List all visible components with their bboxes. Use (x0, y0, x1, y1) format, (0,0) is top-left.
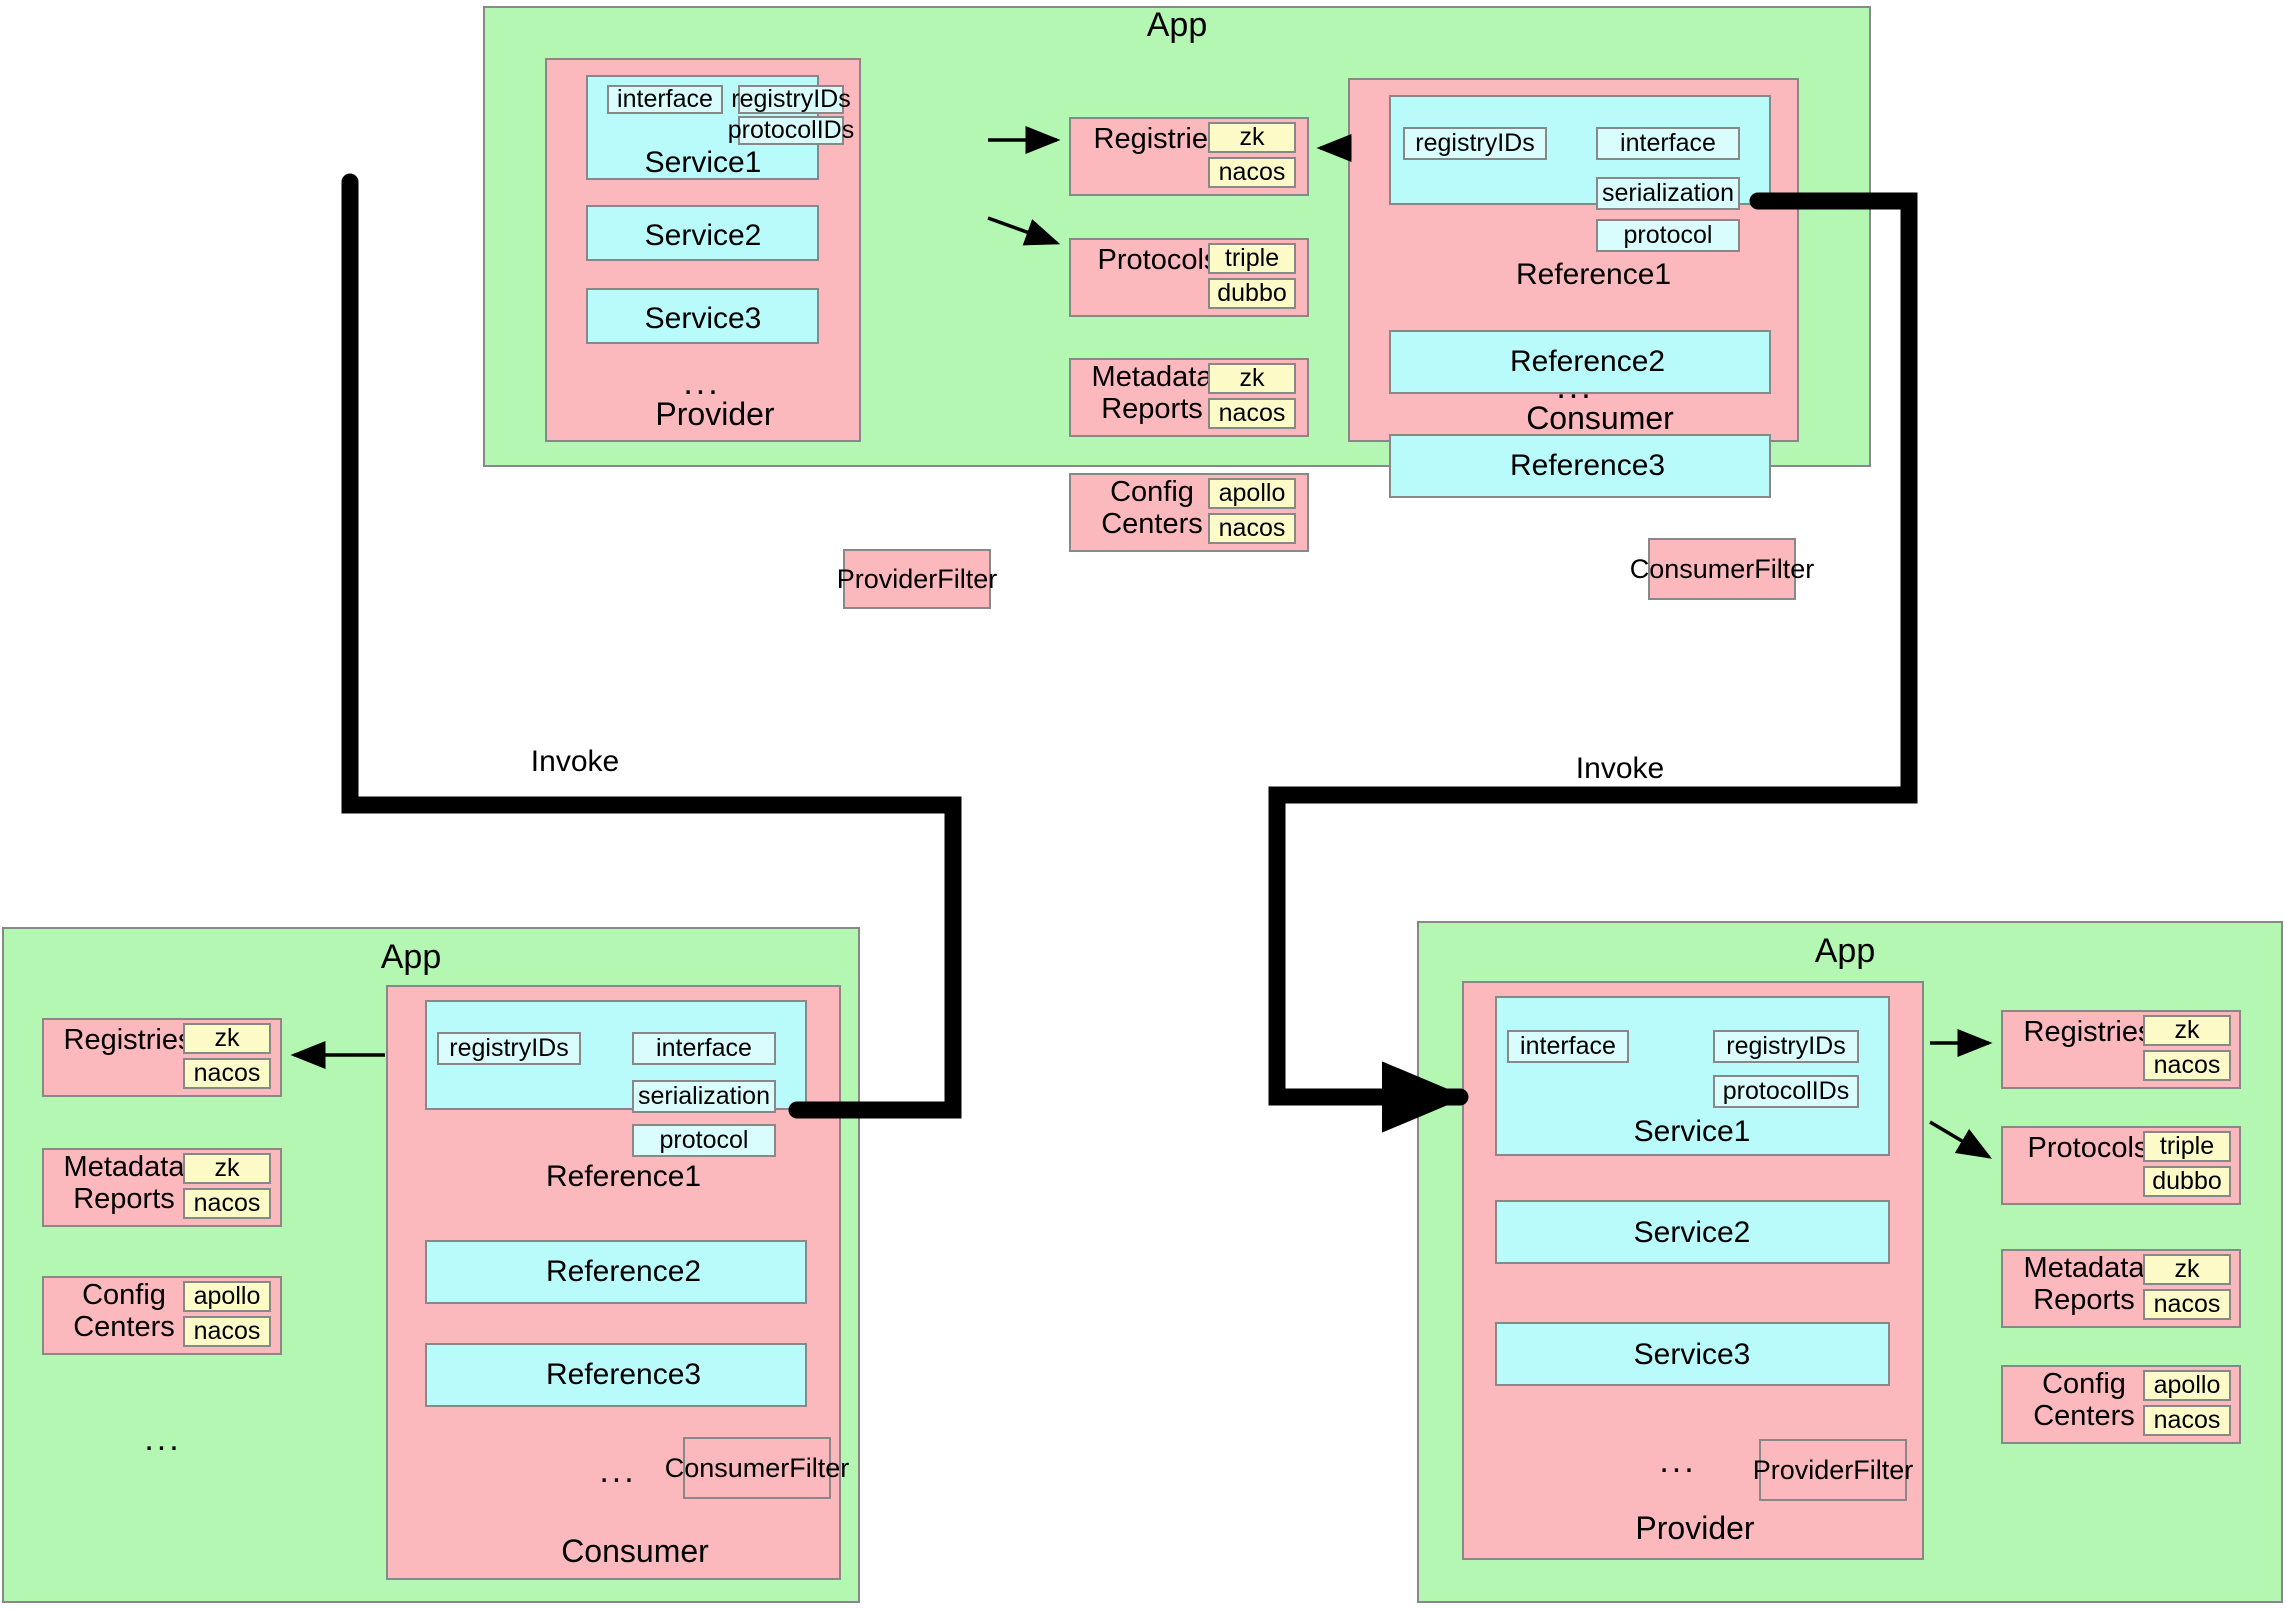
metadata-reports-top-line2: Reports (1101, 392, 1203, 425)
consumer-bottom-left-title: Consumer (561, 1533, 709, 1569)
attr-protocol-reference1-bl[interactable]: protocol (632, 1124, 776, 1157)
registries-top-title: Registries (1093, 123, 1223, 155)
service3-bottom-right-label: Service3 (1633, 1338, 1751, 1371)
app-bottom-left-title: App (380, 938, 442, 976)
app-bottom-left-ellipsis: ... (144, 1420, 182, 1458)
attr-protocol-reference1-top[interactable]: protocol (1596, 219, 1740, 252)
attr-interface-reference1-top[interactable]: interface (1596, 127, 1740, 160)
reference2-top-label: Reference2 (1510, 345, 1666, 378)
config-centers-bottom-left-value-0[interactable]: apollo (183, 1281, 271, 1312)
config-centers-top-title: Config Centers (1072, 476, 1232, 541)
service2-bottom-right[interactable] (1495, 1200, 1890, 1264)
service1-top-label: Service1 (644, 146, 762, 179)
consumer-bottom-left-ellipsis: ... (599, 1452, 637, 1490)
provider-filter-line1: Provider (836, 563, 938, 594)
attr-serialization-reference1-top[interactable]: serialization (1596, 177, 1740, 210)
registries-bottom-right-title: Registries (2023, 1016, 2153, 1048)
metadata-reports-bottom-right-title: Metadata Reports (2004, 1252, 2164, 1317)
attr-registryids-reference1-bl[interactable]: registryIDs (437, 1032, 581, 1065)
reference2-bottom-left[interactable] (425, 1240, 807, 1304)
filter-provider-bottom-right[interactable]: Provider Filter (1753, 1439, 1913, 1501)
protocols-top-value-1[interactable]: dubbo (1208, 278, 1296, 309)
reference3-top-label: Reference3 (1510, 449, 1666, 482)
provider-top-ellipsis: ... (683, 364, 721, 402)
reference1-bottom-left-label: Reference1 (546, 1160, 702, 1193)
config-centers-bottom-left-title: Config Centers (44, 1279, 204, 1344)
protocols-br-value-1[interactable]: dubbo (2143, 1166, 2231, 1197)
registries-br-value-0[interactable]: zk (2143, 1015, 2231, 1046)
consumer-filter-top-line1: Consumer (1629, 553, 1755, 584)
metadata-reports-bl-line1: Metadata (63, 1151, 185, 1183)
reference1-top-label: Reference1 (1516, 258, 1672, 291)
metadata-reports-top-title: Metadata Reports (1072, 361, 1232, 426)
metadata-reports-br-value-1[interactable]: nacos (2143, 1289, 2231, 1320)
service2-bottom-right-label: Service2 (1633, 1216, 1751, 1249)
attr-interface-service1-br[interactable]: interface (1507, 1030, 1629, 1063)
reference3-bottom-left-label: Reference3 (546, 1358, 702, 1391)
metadata-reports-br-line2: Reports (2033, 1283, 2135, 1316)
attr-interface-service1-top[interactable]: interface (607, 85, 723, 114)
config-centers-br-value-1[interactable]: nacos (2143, 1405, 2231, 1436)
app-bottom-right-title: App (1814, 932, 1876, 970)
protocols-top-title: Protocols (1097, 244, 1219, 276)
attr-serialization-reference1-bl[interactable]: serialization (632, 1080, 776, 1113)
config-centers-br-value-0[interactable]: apollo (2143, 1370, 2231, 1401)
attr-registryids-service1-top[interactable]: registryIDs (731, 85, 851, 114)
registries-top-value-1[interactable]: nacos (1208, 157, 1296, 188)
metadata-reports-top-value-0[interactable]: zk (1208, 363, 1296, 394)
reference3-bottom-left[interactable] (425, 1343, 807, 1407)
service3-top-label: Service3 (644, 302, 762, 335)
filter-consumer-bottom-left[interactable]: Consumer Filter (665, 1437, 849, 1499)
provider-filter-line2: Filter (937, 563, 998, 594)
consumer-filter-bl-line2: Filter (789, 1452, 850, 1483)
registries-bottom-left-value-1[interactable]: nacos (183, 1058, 271, 1089)
config-centers-top-value-1[interactable]: nacos (1208, 513, 1296, 544)
metadata-reports-bottom-left-title: Metadata Reports (44, 1151, 204, 1216)
app-top-title: App (1146, 6, 1208, 44)
config-centers-bl-line2: Centers (73, 1310, 175, 1343)
attr-protocolids-service1-br[interactable]: protocolIDs (1713, 1075, 1859, 1108)
registries-br-value-1[interactable]: nacos (2143, 1050, 2231, 1081)
service2-top-label: Service2 (644, 219, 762, 252)
config-centers-top-line1: Config (1110, 476, 1194, 508)
attr-interface-reference1-bl[interactable]: interface (632, 1032, 776, 1065)
protocols-bottom-right-title: Protocols (2027, 1132, 2149, 1164)
metadata-reports-bottom-left-value-1[interactable]: nacos (183, 1188, 271, 1219)
metadata-reports-top-value-1[interactable]: nacos (1208, 398, 1296, 429)
provider-filter-br-line1: Provider (1752, 1454, 1854, 1485)
service3-bottom-right[interactable] (1495, 1322, 1890, 1386)
protocols-br-value-0[interactable]: triple (2143, 1131, 2231, 1162)
config-centers-top-value-0[interactable]: apollo (1208, 478, 1296, 509)
consumer-filter-top-line2: Filter (1754, 553, 1815, 584)
registries-bottom-left-title: Registries (63, 1024, 193, 1056)
metadata-reports-br-value-0[interactable]: zk (2143, 1254, 2231, 1285)
provider-bottom-right-ellipsis: ... (1659, 1442, 1697, 1480)
provider-bottom-right-title: Provider (1635, 1510, 1755, 1546)
config-centers-br-line2: Centers (2033, 1399, 2135, 1432)
protocols-top-value-0[interactable]: triple (1208, 243, 1296, 274)
attr-protocolids-service1-top[interactable]: protocolIDs (727, 116, 855, 145)
service1-bottom-right-label: Service1 (1633, 1115, 1751, 1148)
metadata-reports-br-line1: Metadata (2023, 1252, 2145, 1284)
consumer-filter-bl-line1: Consumer (664, 1452, 790, 1483)
config-centers-br-line1: Config (2042, 1368, 2126, 1400)
provider-filter-br-line2: Filter (1853, 1454, 1914, 1485)
filter-consumer-top[interactable]: Consumer Filter (1630, 538, 1814, 600)
invoke-label-right: Invoke (1575, 752, 1665, 785)
invoke-label-left: Invoke (530, 745, 620, 778)
attr-registryids-reference1-top[interactable]: registryIDs (1403, 127, 1547, 160)
metadata-reports-bottom-left-value-0[interactable]: zk (183, 1153, 271, 1184)
config-centers-bottom-left-value-1[interactable]: nacos (183, 1316, 271, 1347)
config-centers-bottom-right-title: Config Centers (2004, 1368, 2164, 1433)
registries-top-value-0[interactable]: zk (1208, 122, 1296, 153)
metadata-reports-top-line1: Metadata (1091, 361, 1213, 393)
config-centers-top-line2: Centers (1101, 507, 1203, 540)
metadata-reports-bl-line2: Reports (73, 1182, 175, 1215)
reference2-bottom-left-label: Reference2 (546, 1255, 702, 1288)
config-centers-bl-line1: Config (82, 1279, 166, 1311)
attr-registryids-service1-br[interactable]: registryIDs (1713, 1030, 1859, 1063)
registries-bottom-left-value-0[interactable]: zk (183, 1023, 271, 1054)
